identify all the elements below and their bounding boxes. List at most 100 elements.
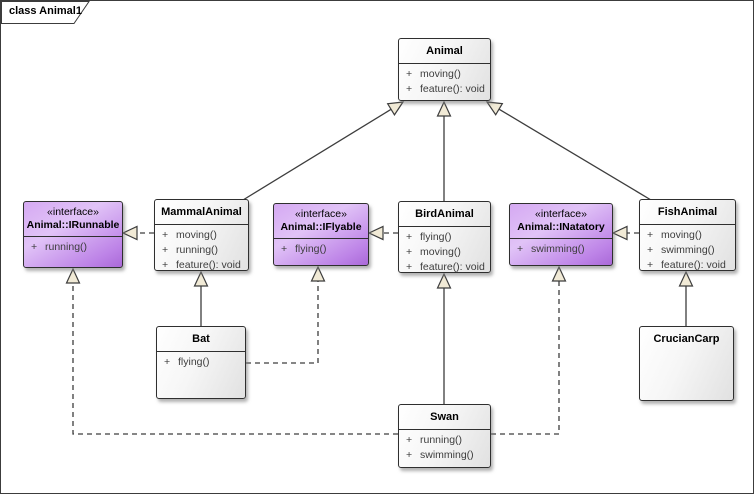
operations-compartment: + swimming() — [510, 238, 612, 265]
visibility-marker: + — [281, 243, 288, 255]
visibility-marker: + — [406, 231, 413, 243]
operation-signature: feature(): void — [420, 83, 485, 95]
operation-row: +running() — [24, 240, 122, 255]
hollow-triangle-arrowhead — [611, 225, 628, 241]
hollow-triangle-arrowhead — [436, 100, 452, 117]
operation-row: + swimming() — [399, 448, 490, 463]
operation-signature: swimming() — [661, 244, 715, 256]
operation-row: +moving() — [399, 245, 490, 260]
operation-row: + feature(): void — [399, 82, 490, 97]
operation-signature: running() — [176, 244, 219, 256]
interface-name: Animal::IFlyable — [280, 221, 362, 233]
hollow-triangle-arrowhead — [193, 270, 209, 287]
connector-realization-swan-inatatory[interactable] — [491, 265, 567, 435]
class-box-bat[interactable]: Bat + flying() — [156, 326, 246, 399]
connector-generalization-bird-animal[interactable] — [436, 100, 452, 201]
operations-compartment: + flying() — [157, 351, 245, 398]
hollow-triangle-arrowhead — [367, 225, 384, 241]
operation-signature: moving() — [176, 229, 217, 241]
connector-generalization-bat-mammal[interactable] — [193, 270, 209, 326]
operation-signature: feature(): void — [176, 259, 241, 271]
connector-realization-mammal-irunnable[interactable] — [121, 225, 154, 241]
interface-header: «interface»Animal::IFlyable — [274, 204, 368, 238]
visibility-marker: + — [517, 243, 524, 255]
operation-row: + swimming() — [640, 243, 735, 258]
class-name: FishAnimal — [657, 206, 718, 218]
operation-row: + flying() — [274, 242, 368, 257]
class-name: Swan — [430, 411, 459, 423]
frame-label-tab — [1, 1, 90, 24]
operation-row: +moving() — [640, 228, 735, 243]
operation-signature: moving() — [420, 246, 461, 258]
operation-signature: feature(): void — [420, 261, 485, 273]
class-box-birdanimal[interactable]: BirdAnimal+flying()+moving()+feature(): … — [398, 201, 491, 273]
connector-realization-bird-iflyable[interactable] — [367, 225, 398, 241]
operations-compartment: +flying()+moving()+feature(): void — [399, 226, 490, 275]
operation-row: + flying() — [157, 355, 245, 370]
operation-row: +running() — [399, 433, 490, 448]
visibility-marker: + — [406, 434, 413, 446]
operation-row: + swimming() — [510, 242, 612, 257]
hollow-triangle-arrowhead — [310, 265, 326, 282]
visibility-marker: + — [406, 449, 413, 461]
interface-box-animal-irunnable[interactable]: «interface»Animal::IRunnable+running() — [23, 201, 123, 268]
hollow-triangle-arrowhead — [121, 225, 138, 241]
operation-signature: flying() — [295, 243, 327, 255]
connector-realization-fish-inatatory[interactable] — [611, 225, 639, 241]
hollow-triangle-arrowhead — [678, 270, 694, 287]
operation-signature: moving() — [661, 229, 702, 241]
class-name: BirdAnimal — [415, 208, 474, 220]
operation-signature: moving() — [420, 68, 461, 80]
visibility-marker: + — [162, 229, 169, 241]
class-box-animal[interactable]: Animal +moving()+ feature(): void — [398, 38, 491, 101]
class-name: Animal — [426, 45, 463, 57]
connector-generalization-mammal-animal[interactable] — [242, 101, 405, 201]
visibility-marker: + — [164, 356, 171, 368]
interface-name: Animal::INatatory — [517, 221, 605, 233]
visibility-marker: + — [162, 244, 169, 256]
class-box-swan[interactable]: Swan +running()+ swimming() — [398, 404, 491, 468]
visibility-marker: + — [162, 259, 169, 271]
interface-header: «interface»Animal::IRunnable — [24, 202, 122, 236]
operation-row: + moving() — [155, 228, 248, 243]
operation-signature: flying() — [178, 356, 210, 368]
operations-compartment: + flying() — [274, 238, 368, 265]
connector-realization-bat-iflyable[interactable] — [246, 265, 326, 364]
connector-generalization-swan-bird[interactable] — [436, 272, 452, 404]
hollow-triangle-arrowhead — [65, 267, 81, 284]
connector-generalization-crucian-fish[interactable] — [678, 270, 694, 326]
operation-row: +flying() — [399, 230, 490, 245]
class-name: MammalAnimal — [161, 206, 242, 218]
hollow-triangle-arrowhead — [436, 272, 452, 289]
operations-compartment: +moving()+swimming()+feature(): void — [640, 224, 735, 273]
class-box-fishanimal[interactable]: FishAnimal+moving()+swimming()+feature()… — [639, 199, 736, 271]
operation-row: + feature(): void — [155, 258, 248, 273]
operation-row: +moving() — [399, 67, 490, 82]
class-name: CrucianCarp — [653, 333, 720, 345]
operation-signature: feature(): void — [661, 259, 726, 271]
operation-signature: swimming() — [420, 449, 474, 461]
interface-box-animal-inatatory[interactable]: «interface»Animal::INatatory+ swimming() — [509, 203, 613, 266]
stereotype-label: «interface» — [295, 208, 347, 220]
interface-box-animal-iflyable[interactable]: «interface»Animal::IFlyable+ flying() — [273, 203, 369, 266]
class-box-mammalanimal[interactable]: MammalAnimal + moving() + running() + feature(… — [154, 199, 249, 271]
visibility-marker: + — [647, 259, 654, 271]
operations-compartment: +running() — [24, 236, 122, 267]
visibility-marker: + — [647, 244, 654, 256]
operation-signature: swimming() — [531, 243, 585, 255]
hollow-triangle-arrowhead — [485, 101, 504, 116]
connector-generalization-fish-animal[interactable] — [485, 101, 652, 201]
operations-compartment: + moving() + running() + feature(): void — [155, 224, 248, 273]
stereotype-label: «interface» — [535, 208, 587, 220]
visibility-marker: + — [406, 83, 413, 95]
hollow-triangle-arrowhead — [551, 265, 567, 282]
operations-compartment: +running()+ swimming() — [399, 429, 490, 467]
operation-signature: running() — [45, 241, 88, 253]
class-name: Bat — [192, 333, 210, 345]
connector-realization-swan-irunnable[interactable] — [65, 267, 399, 435]
interface-name: Animal::IRunnable — [26, 219, 120, 231]
visibility-marker: + — [406, 261, 413, 273]
class-box-cruciancarp[interactable]: CrucianCarp — [639, 326, 734, 401]
